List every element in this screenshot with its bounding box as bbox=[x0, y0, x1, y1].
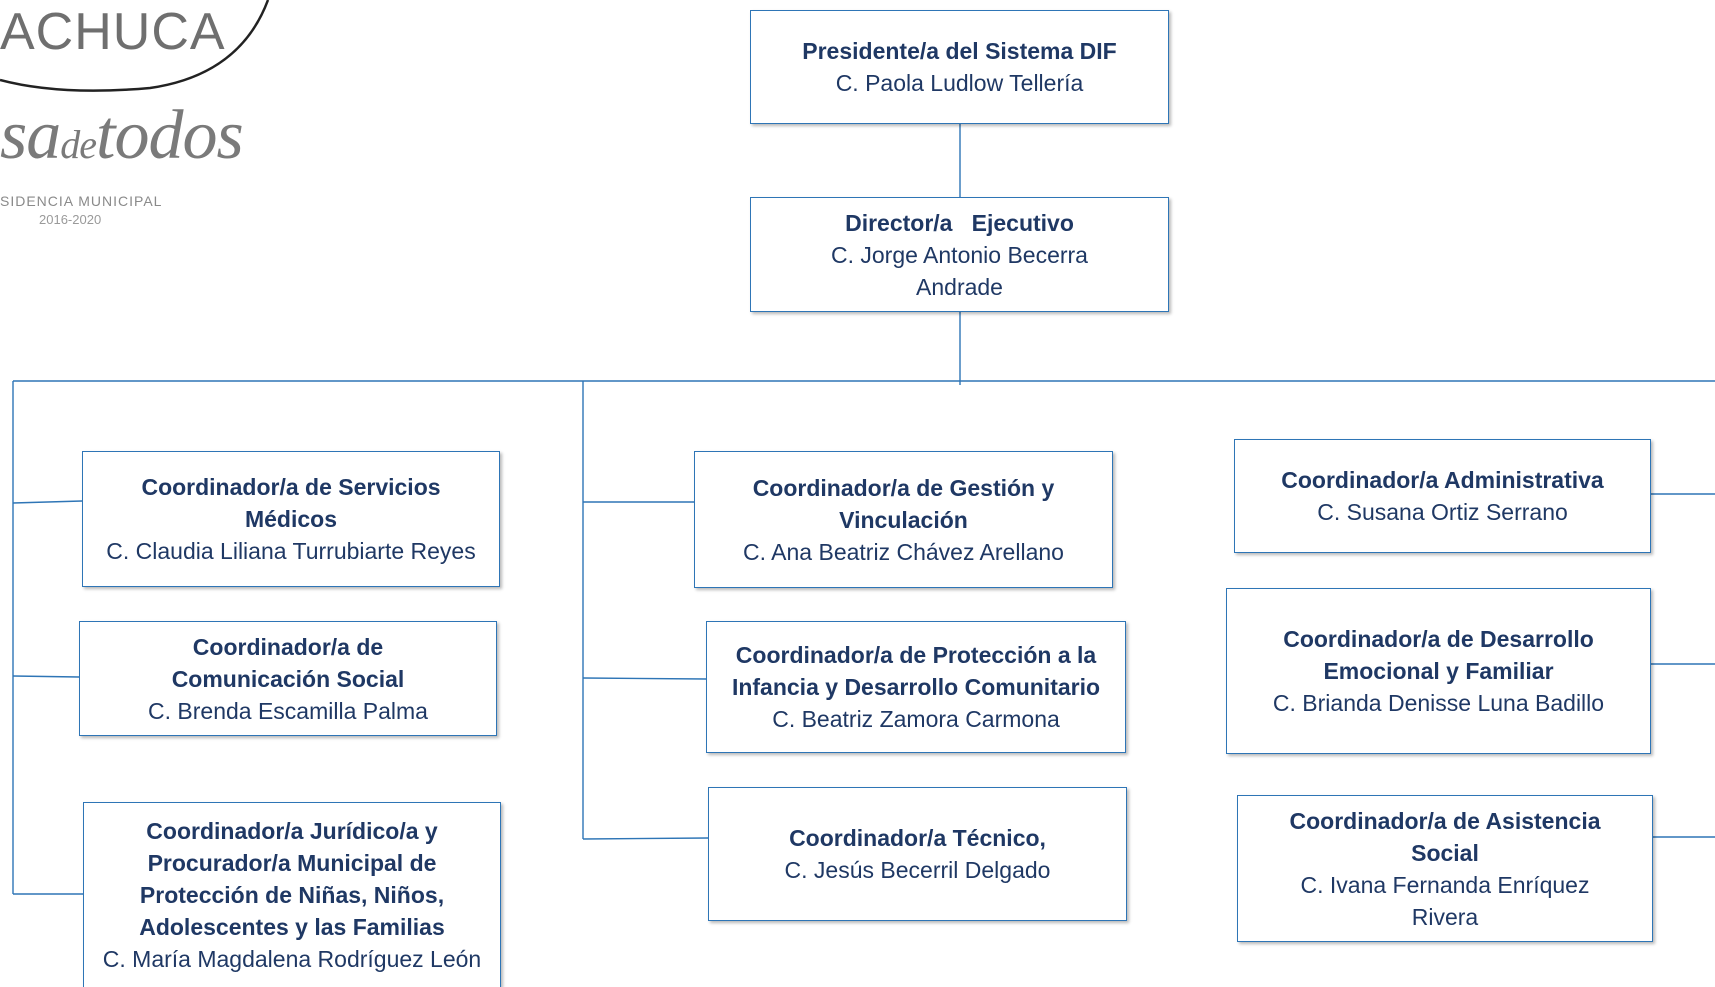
medical-name: C. Claudia Liliana Turrubiarte Reyes bbox=[106, 538, 476, 564]
connector-to-medical bbox=[12, 500, 83, 504]
connector-to-communication bbox=[12, 675, 80, 678]
management-name: C. Ana Beatriz Chávez Arellano bbox=[743, 538, 1064, 565]
emotional-title: Coordinador/a de Desarrollo Emocional y … bbox=[1283, 626, 1594, 684]
medical-title: Coordinador/a de Servicios Médicos bbox=[141, 474, 441, 532]
communication-title: Coordinador/a de Comunicación Social bbox=[171, 633, 405, 692]
logo-slogan: sadetodos bbox=[0, 96, 244, 176]
assistance-title: Coordinador/a de Asistencia Social bbox=[1289, 807, 1601, 866]
childhood-name: C. Beatriz Zamora Carmona bbox=[772, 706, 1060, 732]
legal-box: Coordinador/a Jurídico/a y Procurador/a … bbox=[83, 802, 501, 987]
director-box: Director/a Ejecutivo C. Jorge Antonio Be… bbox=[750, 197, 1169, 312]
emotional-name: C. Brianda Denisse Luna Badillo bbox=[1272, 690, 1605, 716]
childhood-title: Coordinador/a de Protección a la Infanci… bbox=[731, 642, 1101, 700]
assistance-name: C. Ivana Fernanda Enríquez Rivera bbox=[1300, 871, 1590, 930]
director-title: Director/a Ejecutivo bbox=[845, 209, 1074, 236]
logo-slogan-part-a: sa bbox=[0, 97, 61, 174]
municipal-logo: ACHUCA sadetodos SIDENCIA MUNICIPAL 2016… bbox=[0, 0, 300, 240]
childhood-box: Coordinador/a de Protección a la Infanci… bbox=[706, 621, 1126, 753]
technical-name: C. Jesús Becerril Delgado bbox=[784, 857, 1051, 883]
management-box: Coordinador/a de Gestión y Vinculación C… bbox=[694, 451, 1113, 588]
medical-box: Coordinador/a de Servicios Médicos C. Cl… bbox=[82, 451, 500, 587]
logo-slogan-part-b: de bbox=[60, 122, 97, 167]
administrative-name: C. Susana Ortiz Serrano bbox=[1317, 499, 1568, 525]
assistance-box: Coordinador/a de Asistencia Social C. Iv… bbox=[1237, 795, 1653, 942]
connector-to-technical bbox=[582, 837, 709, 840]
logo-ring-icon bbox=[0, 0, 270, 92]
administrative-box: Coordinador/a Administrativa C. Susana O… bbox=[1234, 439, 1651, 553]
legal-name: C. María Magdalena Rodríguez León bbox=[102, 946, 482, 972]
emotional-box: Coordinador/a de Desarrollo Emocional y … bbox=[1226, 588, 1651, 754]
logo-slogan-part-c: todos bbox=[96, 97, 244, 174]
director-name: C. Jorge Antonio Becerra Andrade bbox=[831, 241, 1088, 300]
technical-title: Coordinador/a Técnico, bbox=[789, 825, 1046, 851]
communication-box: Coordinador/a de Comunicación Social C. … bbox=[79, 621, 497, 736]
logo-city-text: ACHUCA bbox=[0, 3, 226, 61]
president-name: C. Paola Ludlow Tellería bbox=[835, 70, 1084, 96]
president-box: Presidente/a del Sistema DIF C. Paola Lu… bbox=[750, 10, 1169, 124]
technical-box: Coordinador/a Técnico, C. Jesús Becerril… bbox=[708, 787, 1127, 921]
administrative-title: Coordinador/a Administrativa bbox=[1281, 467, 1604, 493]
management-title: Coordinador/a de Gestión y Vinculación bbox=[752, 474, 1055, 533]
president-title: Presidente/a del Sistema DIF bbox=[802, 38, 1117, 64]
connector-to-childhood bbox=[582, 677, 707, 680]
legal-title: Coordinador/a Jurídico/a y Procurador/a … bbox=[139, 818, 445, 940]
communication-name: C. Brenda Escamilla Palma bbox=[148, 697, 428, 724]
logo-years: 2016-2020 bbox=[39, 212, 102, 227]
logo-subtitle: SIDENCIA MUNICIPAL bbox=[0, 193, 163, 209]
